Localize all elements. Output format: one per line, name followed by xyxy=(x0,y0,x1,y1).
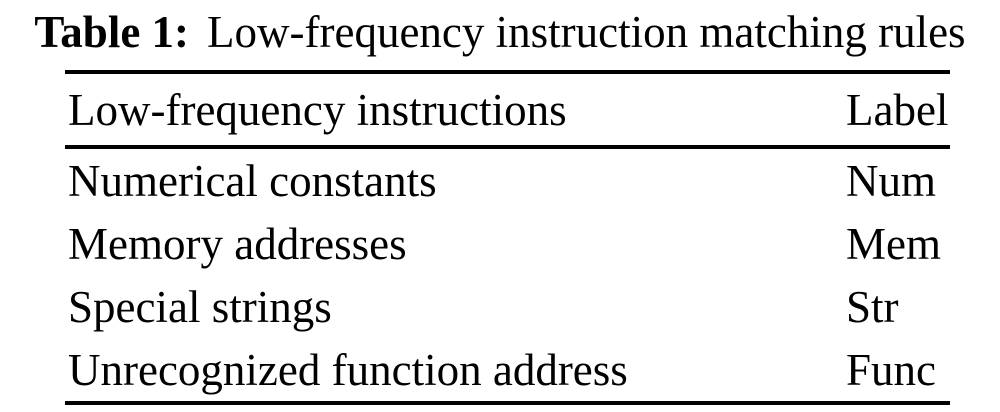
table-row: Unrecognized function address Func xyxy=(65,338,950,401)
table-header-row: Low-frequency instructions Label xyxy=(65,74,950,149)
matching-rules-table: Low-frequency instructions Label Numeric… xyxy=(65,70,950,405)
instruction-cell: Unrecognized function address xyxy=(68,344,628,395)
table-row: Special strings Str xyxy=(65,275,950,338)
table-row: Memory addresses Mem xyxy=(65,212,950,275)
table-caption-title: Low-frequency instruction matching rules xyxy=(207,7,966,57)
column-header-label: Label xyxy=(846,84,949,135)
label-cell: Str xyxy=(846,281,899,332)
instruction-cell: Special strings xyxy=(68,281,332,332)
label-cell: Mem xyxy=(846,218,941,269)
table-row: Numerical constants Num xyxy=(65,149,950,212)
label-cell: Num xyxy=(846,155,936,206)
label-cell: Func xyxy=(846,344,936,395)
table-caption-number: Table 1: xyxy=(34,7,190,57)
column-header-instructions: Low-frequency instructions xyxy=(68,84,567,135)
instruction-cell: Numerical constants xyxy=(68,155,437,206)
table-caption: Table 1: Low-frequency instruction matchi… xyxy=(0,0,1000,66)
instruction-cell: Memory addresses xyxy=(68,218,407,269)
